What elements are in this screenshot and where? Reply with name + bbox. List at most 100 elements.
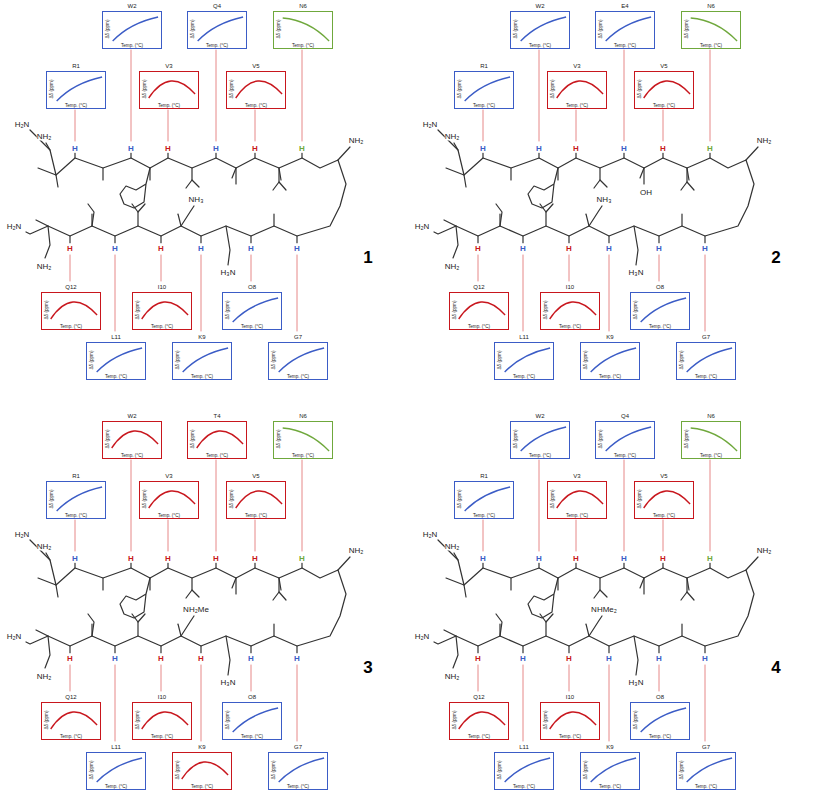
- plot-title: E4: [594, 2, 656, 11]
- axis-label: Temp. (°C): [635, 103, 693, 108]
- plot-frame: Δδ (ppm)Temp. (°C): [226, 71, 286, 109]
- plot-curve: [606, 17, 651, 41]
- axis-label: Δδ (ppm): [44, 301, 49, 320]
- plot-frame: Δδ (ppm)Temp. (°C): [595, 421, 655, 459]
- plot-box: V3Δδ (ppm)Temp. (°C): [546, 472, 608, 520]
- plot-curve-area: [47, 482, 105, 518]
- plot-curve-area: [450, 703, 508, 739]
- atom-label: NH₂: [757, 546, 772, 555]
- plot-frame: Δδ (ppm)Temp. (°C): [547, 481, 607, 519]
- plot-box: V3Δδ (ppm)Temp. (°C): [138, 472, 200, 520]
- plot-curve: [149, 81, 195, 98]
- plot-title: G7: [267, 333, 329, 342]
- amide-hydrogen: H: [212, 144, 220, 153]
- compound-number: 3: [363, 659, 372, 677]
- plot-title: V5: [633, 62, 695, 71]
- axis-label: Temp. (°C): [581, 784, 639, 789]
- plot-title: N6: [680, 2, 742, 11]
- atom-label: NH₃: [597, 195, 612, 204]
- axis-label: Δδ (ppm): [679, 351, 684, 370]
- plot-box: R1Δδ (ppm)Temp. (°C): [45, 62, 107, 110]
- plot-curve: [97, 758, 142, 782]
- plot-frame: Δδ (ppm)Temp. (°C): [449, 702, 509, 740]
- plot-title: R1: [453, 62, 515, 71]
- plot-title: G7: [675, 743, 737, 752]
- structure-4: [434, 460, 758, 741]
- plot-title: I10: [539, 283, 601, 292]
- plot-curve: [283, 428, 329, 451]
- plot-curve-area: [450, 293, 508, 329]
- plot-title: I10: [131, 283, 193, 292]
- plot-curve-area: [495, 753, 553, 789]
- axis-label: Δδ (ppm): [452, 711, 457, 730]
- plot-curve-area: [103, 422, 161, 458]
- axis-label: Temp. (°C): [188, 43, 246, 48]
- plot-box: I10Δδ (ppm)Temp. (°C): [131, 283, 193, 331]
- plot-box: Q12Δδ (ppm)Temp. (°C): [448, 283, 510, 331]
- amide-hydrogen: H: [157, 654, 165, 663]
- plot-frame: Δδ (ppm)Temp. (°C): [268, 752, 328, 790]
- axis-label: Temp. (°C): [269, 374, 327, 379]
- axis-label: Δδ (ppm): [271, 351, 276, 370]
- plot-box: K9Δδ (ppm)Temp. (°C): [171, 743, 233, 791]
- amide-hydrogen: H: [247, 244, 255, 253]
- plot-box: L11Δδ (ppm)Temp. (°C): [493, 743, 555, 791]
- plot-frame: Δδ (ppm)Temp. (°C): [454, 481, 514, 519]
- plot-frame: Δδ (ppm)Temp. (°C): [187, 421, 247, 459]
- plot-box: G7Δδ (ppm)Temp. (°C): [675, 743, 737, 791]
- plot-frame: Δδ (ppm)Temp. (°C): [46, 481, 106, 519]
- plot-curve-area: [631, 703, 689, 739]
- plot-curve-area: [581, 343, 639, 379]
- plot-title: K9: [171, 743, 233, 752]
- plot-box: W2Δδ (ppm)Temp. (°C): [101, 412, 163, 460]
- plot-frame: Δδ (ppm)Temp. (°C): [132, 702, 192, 740]
- plot-box: Q4Δδ (ppm)Temp. (°C): [186, 2, 248, 50]
- plot-frame: Δδ (ppm)Temp. (°C): [139, 71, 199, 109]
- plot-curve: [233, 298, 278, 322]
- axis-label: Δδ (ppm): [583, 761, 588, 780]
- amide-hydrogen: H: [701, 654, 709, 663]
- atom-label: NH₂: [349, 546, 364, 555]
- plot-curve: [465, 487, 510, 511]
- plot-frame: Δδ (ppm)Temp. (°C): [676, 752, 736, 790]
- plot-curve: [198, 17, 243, 41]
- amide-hydrogen: H: [212, 554, 220, 563]
- plot-box: V5Δδ (ppm)Temp. (°C): [225, 62, 287, 110]
- plot-title: L11: [85, 743, 147, 752]
- plot-curve: [283, 18, 329, 41]
- plot-frame: Δδ (ppm)Temp. (°C): [681, 421, 741, 459]
- plot-curve-area: [677, 753, 735, 789]
- axis-label: Δδ (ppm): [89, 761, 94, 780]
- plot-curve-area: [541, 703, 599, 739]
- atom-label: NH₃: [189, 195, 204, 204]
- axis-label: Δδ (ppm): [543, 711, 548, 730]
- amide-hydrogen: H: [572, 554, 580, 563]
- axis-label: Temp. (°C): [47, 103, 105, 108]
- amide-hydrogen: H: [247, 654, 255, 663]
- plot-title: R1: [453, 472, 515, 481]
- axis-label: Δδ (ppm): [225, 711, 230, 730]
- amide-hydrogen: H: [479, 144, 487, 153]
- atom-label: NH₂: [37, 132, 52, 141]
- axis-label: Temp. (°C): [682, 43, 740, 48]
- plot-curve: [591, 758, 636, 782]
- plot-box: K9Δδ (ppm)Temp. (°C): [171, 333, 233, 381]
- plot-curve: [51, 712, 97, 729]
- structure-3: [26, 460, 350, 741]
- plot-curve: [691, 428, 737, 451]
- plot-frame: Δδ (ppm)Temp. (°C): [595, 11, 655, 49]
- plot-curve-area: [635, 72, 693, 108]
- amide-hydrogen: H: [111, 654, 119, 663]
- plot-curve-area: [455, 72, 513, 108]
- plot-curve: [557, 491, 603, 508]
- axis-label: Temp. (°C): [42, 324, 100, 329]
- plot-curve-area: [87, 753, 145, 789]
- plot-title: W2: [101, 2, 163, 11]
- plot-curve: [182, 762, 228, 779]
- axis-label: Δδ (ppm): [452, 301, 457, 320]
- axis-label: Temp. (°C): [269, 784, 327, 789]
- axis-label: Temp. (°C): [133, 734, 191, 739]
- plot-title: N6: [272, 2, 334, 11]
- atom-label: H₃N: [629, 268, 644, 277]
- plot-curve-area: [596, 422, 654, 458]
